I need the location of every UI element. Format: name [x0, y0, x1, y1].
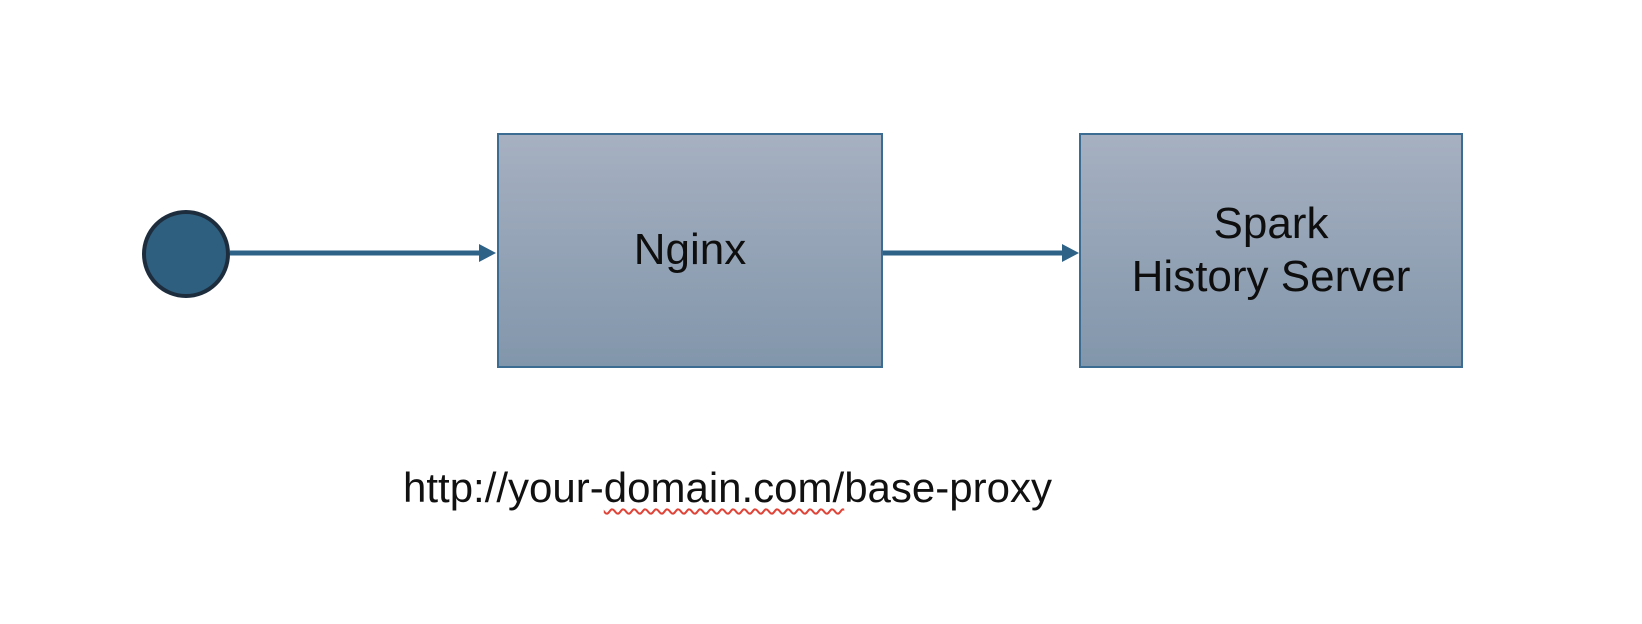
start-node-circle [142, 210, 230, 298]
node-spark-history-server: Spark History Server [1079, 133, 1463, 368]
arrowhead-icon [479, 244, 496, 262]
url-text-prefix: http://your- [403, 464, 604, 511]
url-text-misspelled: domain.com/ [603, 464, 845, 511]
arrowhead-icon [1062, 244, 1079, 262]
arrow-start-to-nginx [230, 244, 496, 262]
node-spark-label: Spark History Server [1131, 198, 1411, 301]
url-caption: http://your-domain.com/base-proxy [403, 462, 1052, 515]
arrow-nginx-to-spark [883, 244, 1079, 262]
url-text-suffix: base-proxy [844, 464, 1052, 511]
node-nginx: Nginx [497, 133, 883, 368]
node-nginx-label: Nginx [633, 225, 747, 275]
